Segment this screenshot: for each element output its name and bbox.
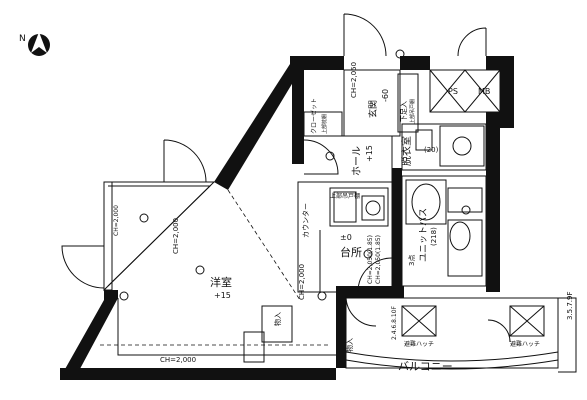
north-label: N <box>19 34 26 44</box>
balcony-code: 3.5.7.9F <box>566 291 574 320</box>
kitchen-upper-cabinet: 上部吊戸棚 <box>330 192 360 200</box>
north-arrow: N <box>19 32 50 56</box>
top-ceiling: CH=2,000 <box>113 205 120 236</box>
kitchen-ceiling-b: CH=2,050(1.85) <box>367 235 374 284</box>
unit-bath-code: (218) <box>430 227 438 246</box>
escape-hatch-2: 避難ハッチ <box>510 340 540 348</box>
kitchen-level: ±0 <box>340 233 352 242</box>
hall-level: +15 <box>365 145 374 162</box>
exterior-walls <box>60 56 514 380</box>
shoebox-label: 下足入 <box>400 101 408 122</box>
unit-3-point: 3点 <box>408 255 416 266</box>
mb-label: MB <box>478 87 490 96</box>
ps-label: PS <box>448 87 458 96</box>
kitchen-counter: カウンター <box>301 203 310 238</box>
room-labels: 洋室 +15 CH=2,000 台所 ±0 カウンター 上部吊戸棚 CH=2,0… <box>113 62 574 373</box>
kitchen-name: 台所 <box>340 245 362 259</box>
hall-name: ホール <box>351 146 363 176</box>
shoebox-note: 上部吊戸棚 <box>409 99 416 124</box>
western-room-name: 洋室 <box>210 275 232 289</box>
kitchen-ceiling-a: CH=2,000 <box>298 264 306 300</box>
entrance-ceiling: CH=2,050 <box>350 62 358 98</box>
dressing-room-name: 脱衣室 <box>400 136 413 166</box>
dressing-room-code: (20) <box>424 146 439 154</box>
storage-label: 物入 <box>273 312 282 326</box>
door-swings <box>61 13 511 343</box>
entrance-name: 玄関 <box>367 100 379 118</box>
interior-lines <box>100 69 577 373</box>
western-room-level: +15 <box>214 291 231 300</box>
closet-note: 上部枕棚 <box>321 114 328 134</box>
storage-label-2: 物入 <box>345 338 354 352</box>
fixture-circles <box>119 49 471 301</box>
unit-bath-name: ユニットバス <box>418 208 429 262</box>
escape-hatch-1: 避難ハッチ <box>404 340 434 348</box>
balcony-code-2: 2.4.6.8.10F <box>391 305 398 340</box>
bottom-ceiling: CH=2,000 <box>160 356 196 364</box>
closet-name: クローゼット <box>310 98 318 134</box>
kitchen-ceiling-c: CH=2,050(1.85) <box>375 235 382 284</box>
balcony-name: バルコニー <box>398 360 453 373</box>
entrance-level: -60 <box>381 89 390 102</box>
western-room-ceiling: CH=2,000 <box>172 218 180 254</box>
